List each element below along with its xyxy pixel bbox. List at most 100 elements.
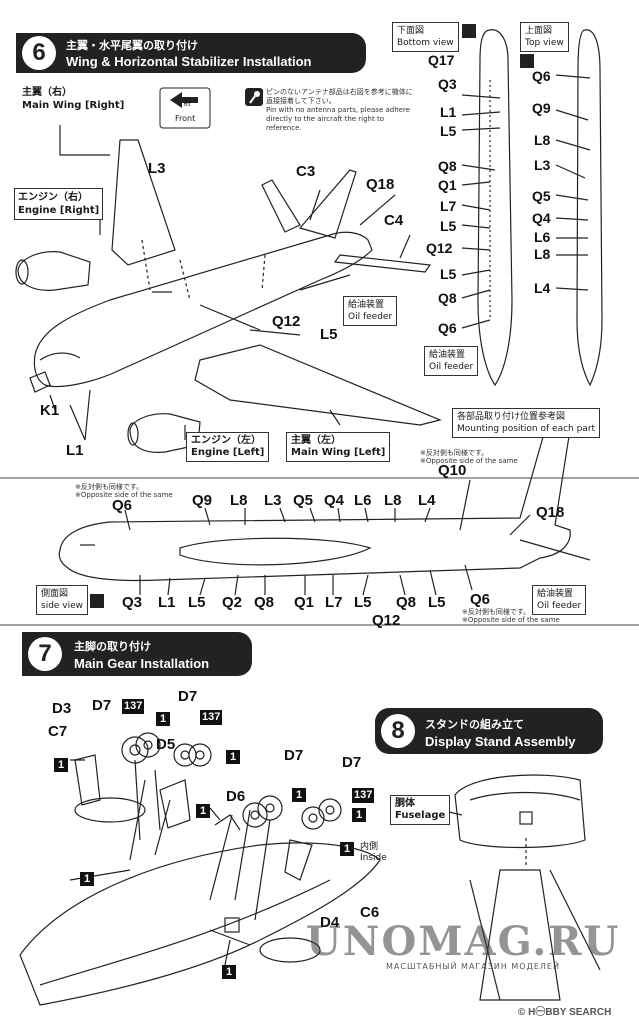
bottom-label: Q1: [438, 177, 457, 193]
side-top-label: L8: [384, 492, 402, 509]
side-bottom-label: L5: [428, 594, 446, 611]
bottom-view-icon: [462, 24, 476, 38]
label-L5: L5: [320, 326, 338, 343]
side-bottom-label: Q1: [294, 594, 315, 611]
bottom-view-jp: 下面図: [397, 26, 425, 36]
side-top-label: Q6: [112, 497, 133, 514]
bottom-label: L5: [440, 266, 457, 282]
oil-feeder-box: 給油装置 Oil feeder: [343, 296, 398, 326]
label-Q18: Q18: [366, 176, 395, 193]
callout-en: Engine [Right]: [18, 205, 100, 216]
fuselage-outline: [33, 231, 373, 388]
gear-label-D4: D4: [320, 914, 340, 931]
antenna-note-en: Pin with no antenna parts, please adhere…: [266, 106, 410, 132]
bottom-label: L5: [440, 123, 457, 139]
antenna-note: ピンのないアンテナ部品は右図を参考に機体に直接接着して下さい。 Pin with…: [266, 88, 416, 133]
callout-jp: 主翼（左）: [291, 435, 341, 446]
gear-label-D7: D7: [92, 697, 112, 714]
part-tag-1: 1: [222, 965, 236, 979]
gear-label-D6: D6: [226, 788, 246, 805]
side-bottom-label: L5: [188, 594, 206, 611]
side-view-jp: 側面図: [41, 589, 69, 599]
front-jp: 前: [183, 98, 191, 107]
part-tag-1: 1: [54, 758, 68, 772]
side-top-label: Q9: [192, 492, 213, 509]
side-bottom-label: Q8: [254, 594, 275, 611]
opposite-note-q6-bottom: ※反対側も同様です。 ※Opposite side of the same: [462, 608, 560, 624]
callout-en: Main Wing [Right]: [22, 100, 125, 111]
part-tag-1: 1: [80, 872, 94, 886]
left-stab: [333, 254, 432, 273]
bottom-view-box: 下面図 Bottom view: [392, 22, 459, 52]
step8-header: 8 スタンドの組み立て Display Stand Assembly: [375, 708, 603, 754]
side-top-label: L4: [418, 492, 436, 509]
side-bottom-label: Q8: [396, 594, 417, 611]
right-wing: [111, 139, 176, 266]
top-label: L8: [534, 132, 551, 148]
nose-gear-k1: [29, 371, 51, 393]
step-title-jp: スタンドの組み立て: [425, 718, 524, 731]
mounting-position-box: 各部品取り付け位置参考図 Mounting position of each p…: [452, 408, 601, 438]
left-wing: [194, 344, 442, 426]
label-C4: C4: [384, 212, 404, 229]
top-label: L8: [534, 246, 551, 262]
label-L1: L1: [66, 442, 84, 459]
gear-label-D3: D3: [52, 700, 72, 717]
step-number: 8: [381, 714, 415, 748]
side-bottom-label: Q12: [372, 612, 401, 629]
gear-label-D7: D7: [284, 747, 304, 764]
side-bottom-label: Q3: [122, 594, 143, 611]
part-tag-1: 1: [352, 808, 366, 822]
oil-feeder-en: Oil feeder: [537, 601, 582, 611]
step-title-en: Main Gear Installation: [74, 656, 210, 671]
inside-en: Inside: [360, 853, 387, 863]
inside-note: 内側 Inside: [360, 842, 387, 864]
antenna-note-icon: [245, 88, 263, 106]
side-view-box: 側面図 side view: [36, 585, 89, 615]
callout-jp: 主翼（右）: [22, 87, 72, 98]
oil-feeder-jp: 給油装置: [429, 350, 466, 360]
label-C3: C3: [296, 163, 316, 180]
top-view-box: 上面図 Top view: [520, 22, 569, 52]
top-label: L3: [534, 157, 551, 173]
bottom-label: Q3: [438, 76, 457, 92]
gear-wing-outline: [19, 842, 381, 1006]
bottom-label: L7: [440, 198, 457, 214]
step7-header: 7 主脚の取り付け Main Gear Installation: [22, 632, 252, 676]
fuselage-jp: 胴体: [395, 798, 415, 809]
side-top-label: L8: [230, 492, 248, 509]
callout-en: Main Wing [Left]: [291, 447, 386, 458]
bottom-label: Q12: [426, 240, 453, 256]
mounting-jp: 各部品取り付け位置参考図: [457, 412, 566, 422]
oil-feeder-box-bottom: 給油装置 Oil feeder: [424, 346, 479, 376]
oil-feeder-en: Oil feeder: [348, 312, 393, 322]
opposite-jp: ※反対側も同様です。: [462, 608, 531, 616]
antenna-note-jp: ピンのないアンテナ部品は右図を参考に機体に直接接着して下さい。: [266, 88, 413, 105]
front-arrow-icon: [159, 87, 211, 129]
gear-label-D7: D7: [342, 754, 362, 771]
gear-label-C7: C7: [48, 723, 68, 740]
top-view-en: Top view: [525, 38, 564, 48]
oil-feeder-jp: 給油装置: [348, 300, 385, 310]
bottom-label: Q6: [438, 320, 457, 336]
bottom-label: L5: [440, 218, 457, 234]
callout-engine-left: エンジン（左） Engine [Left]: [186, 432, 270, 462]
oil-feeder-en: Oil feeder: [429, 362, 474, 372]
step-number: 7: [28, 637, 62, 671]
bottom-view-fuselage: [477, 29, 513, 387]
side-bottom-label: L7: [325, 594, 343, 611]
top-view-fuselage: [576, 29, 603, 387]
bottom-label: Q8: [438, 290, 457, 306]
callout-jp: エンジン（右）: [18, 192, 88, 203]
side-top-label: Q10: [438, 462, 467, 479]
source-credit: © H㊀BBY SEARCH: [518, 1007, 612, 1018]
side-top-label: Q5: [293, 492, 314, 509]
callout-en: Engine [Left]: [191, 447, 265, 458]
top-view-icon: [520, 54, 534, 68]
opposite-jp: ※反対側も同様です。: [420, 449, 489, 457]
bottom-label: L1: [440, 104, 457, 120]
part-tag-1: 1: [156, 712, 170, 726]
stand-fuselage: [454, 774, 586, 849]
